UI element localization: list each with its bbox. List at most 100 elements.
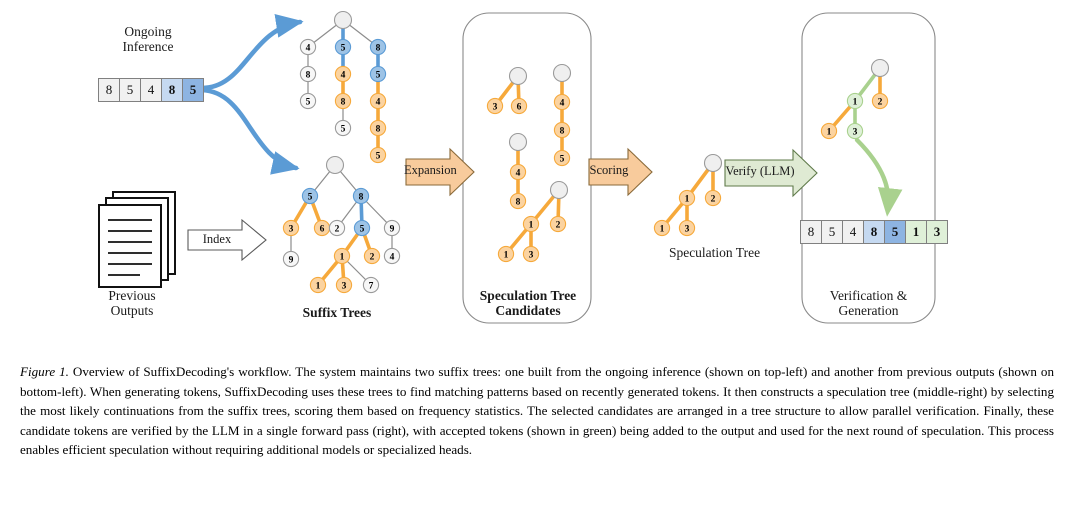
expansion-arrow bbox=[405, 147, 475, 197]
candidate-b-node-root-0 bbox=[552, 63, 572, 83]
label-spec-cand-l2: Candidates bbox=[495, 303, 561, 318]
output-token-6: 3 bbox=[926, 220, 948, 244]
verify-llm-arrow bbox=[724, 148, 818, 198]
suffix-tree-bottom-node-label-9: 1 bbox=[340, 253, 345, 263]
suffix-tree-top-node-label-12: 5 bbox=[376, 152, 381, 162]
candidate-a-node-label-1: 3 bbox=[493, 103, 498, 113]
verification-tree-node-label-2: 2 bbox=[878, 98, 883, 108]
candidate-c: 48 bbox=[508, 132, 528, 210]
candidate-c-node-root-0 bbox=[508, 132, 528, 152]
index-arrow bbox=[187, 218, 267, 262]
suffix-tree-top-node-label-7: 5 bbox=[341, 125, 346, 135]
suffix-tree-top-node-5-9 bbox=[369, 65, 387, 83]
suffix-tree-bottom-node-label-3: 3 bbox=[289, 225, 294, 235]
suffix-tree-bottom-node-label-5: 9 bbox=[289, 256, 294, 266]
suffix-tree-top-node-5-7 bbox=[334, 119, 352, 137]
suffix-tree-top-node-label-6: 8 bbox=[341, 98, 346, 108]
ongoing-token-2: 4 bbox=[140, 78, 162, 102]
candidate-b-node-label-1: 4 bbox=[560, 99, 565, 109]
suffix-tree-bottom-node-2-10 bbox=[363, 247, 381, 265]
verification-tree-node-1-1 bbox=[846, 92, 864, 110]
candidate-a-node-3-1 bbox=[486, 97, 504, 115]
candidate-d-node-2-2 bbox=[549, 215, 567, 233]
ongoing-token-1: 5 bbox=[119, 78, 141, 102]
scoring-arrow-label: Scoring bbox=[589, 163, 629, 177]
label-previous-outputs-l1: Previous bbox=[108, 288, 156, 303]
output-token-1: 5 bbox=[821, 220, 843, 244]
suffix-tree-top-node-label-1: 4 bbox=[306, 44, 311, 54]
candidate-b-node-label-3: 5 bbox=[560, 155, 565, 165]
ongoing-token-3: 8 bbox=[161, 78, 183, 102]
label-previous-outputs-l2: Outputs bbox=[110, 303, 154, 318]
candidate-d-node-1-1 bbox=[522, 215, 540, 233]
suffix-tree-top-node-5-12 bbox=[369, 146, 387, 164]
candidate-b-node-5-3 bbox=[553, 149, 571, 167]
candidate-b-node-label-2: 8 bbox=[560, 127, 565, 137]
label-spec-cand-l1: Speculation Tree bbox=[479, 288, 577, 303]
suffix-tree-bottom-node-3-3 bbox=[282, 219, 300, 237]
expansion-arrow-label: Expansion bbox=[404, 163, 457, 177]
candidate-d-node-label-4: 3 bbox=[529, 251, 534, 261]
figure-caption: Figure 1. Overview of SuffixDecoding's w… bbox=[20, 362, 1054, 460]
output-token-4: 5 bbox=[884, 220, 906, 244]
suffix-tree-bottom-node-9-8 bbox=[383, 219, 401, 237]
candidate-b: 4 8 5 bbox=[552, 63, 572, 167]
candidate-a-node-6-2 bbox=[510, 97, 528, 115]
suffix-tree-bottom-node-label-10: 2 bbox=[370, 253, 375, 263]
suffix-tree-bottom-node-9-5 bbox=[282, 250, 300, 268]
verification-tree-node-2-2 bbox=[871, 92, 889, 110]
suffix-tree-top-node-label-5: 4 bbox=[341, 71, 346, 81]
candidate-d-node-1-3 bbox=[497, 245, 515, 263]
label-suffix-trees: Suffix Trees bbox=[302, 305, 372, 320]
suffix-tree-top-node-root-0 bbox=[333, 10, 353, 30]
suffix-tree-bottom-node-8-2 bbox=[352, 187, 370, 205]
figure-caption-text: Overview of SuffixDecoding's workflow. T… bbox=[20, 364, 1054, 458]
suffix-tree-top-node-label-2: 8 bbox=[306, 71, 311, 81]
suffix-tree-top-node-4-1 bbox=[299, 38, 317, 56]
suffix-tree-bottom-node-label-6: 2 bbox=[335, 225, 340, 235]
index-arrow-label: Index bbox=[202, 232, 232, 246]
candidate-d-node-root-0 bbox=[549, 180, 569, 200]
suffix-tree-top-node-4-10 bbox=[369, 92, 387, 110]
label-verification-generation: Verification & Generation bbox=[802, 288, 935, 318]
speculation-tree-node-2-2 bbox=[704, 189, 722, 207]
output-token-5: 1 bbox=[905, 220, 927, 244]
label-verification-l1: Verification & bbox=[829, 288, 908, 303]
suffix-tree-top-node-4-5 bbox=[334, 65, 352, 83]
verify-arrow-label: Verify (LLM) bbox=[725, 164, 795, 178]
suffix-tree-top-node-label-3: 5 bbox=[306, 98, 311, 108]
suffix-tree-top-node-5-3 bbox=[299, 92, 317, 110]
suffix-tree-bottom-node-label-4: 6 bbox=[320, 225, 325, 235]
label-speculation-tree-candidates: Speculation Tree Candidates bbox=[462, 288, 594, 318]
speculation-tree-node-3-4 bbox=[678, 219, 696, 237]
suffix-tree-bottom-node-label-11: 4 bbox=[390, 253, 395, 263]
candidate-a-node-label-2: 6 bbox=[517, 103, 522, 113]
blue-split-arrows bbox=[199, 13, 304, 175]
suffix-tree-top-node-label-4: 5 bbox=[341, 44, 346, 54]
label-previous-outputs: Previous Outputs bbox=[72, 288, 192, 318]
suffix-tree-bottom-node-label-2: 8 bbox=[359, 193, 364, 203]
speculation-tree-node-root-0 bbox=[703, 153, 723, 173]
suffix-tree-top-node-8-11 bbox=[369, 119, 387, 137]
label-ongoing-inference-l1: Ongoing bbox=[124, 24, 172, 39]
figure-label: Figure 1. bbox=[20, 364, 69, 379]
candidate-b-node-8-2 bbox=[553, 121, 571, 139]
suffix-tree-bottom-node-label-1: 5 bbox=[308, 193, 313, 203]
suffix-tree-top-node-label-9: 5 bbox=[376, 71, 381, 81]
suffix-tree-bottom-node-5-1 bbox=[301, 187, 319, 205]
label-speculation-tree: Speculation Tree bbox=[668, 245, 761, 260]
suffix-tree-top-node-label-11: 8 bbox=[376, 125, 381, 135]
suffix-tree-bottom-node-label-8: 9 bbox=[390, 225, 395, 235]
speculation-tree-node-label-3: 1 bbox=[660, 225, 665, 235]
suffix-tree-top-node-label-8: 8 bbox=[376, 44, 381, 54]
verification-tree-node-label-4: 3 bbox=[853, 128, 858, 138]
candidate-a-node-root-0 bbox=[508, 66, 528, 86]
panel-verification bbox=[801, 12, 936, 324]
